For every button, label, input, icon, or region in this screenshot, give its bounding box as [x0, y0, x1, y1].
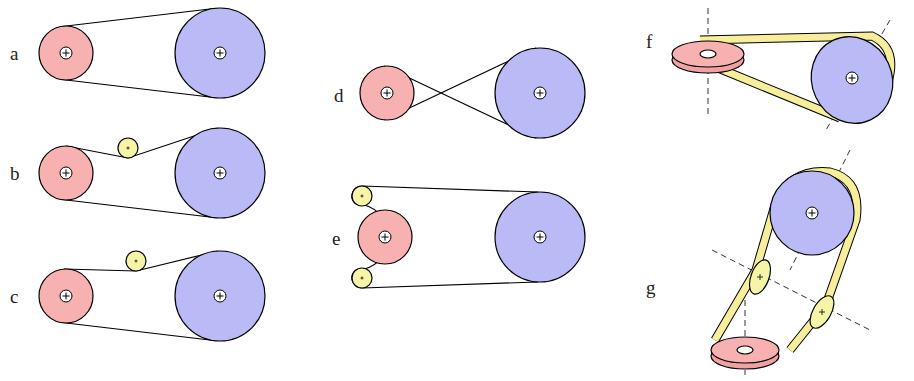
figure-letter: e: [332, 229, 340, 248]
drive-d: [360, 48, 585, 138]
figure-letter: f: [646, 32, 652, 51]
figure-letter: a: [10, 44, 18, 63]
figure-letter: d: [334, 86, 344, 105]
drive-f: [672, 8, 907, 137]
figure-letter: g: [646, 278, 656, 297]
drive-e: [352, 186, 585, 288]
figure-letter: c: [10, 287, 18, 306]
figure-letter: b: [10, 164, 20, 183]
drive-a: [39, 8, 265, 98]
drive-g: [711, 150, 870, 375]
drive-c: [39, 251, 265, 341]
drive-b: [39, 128, 265, 218]
